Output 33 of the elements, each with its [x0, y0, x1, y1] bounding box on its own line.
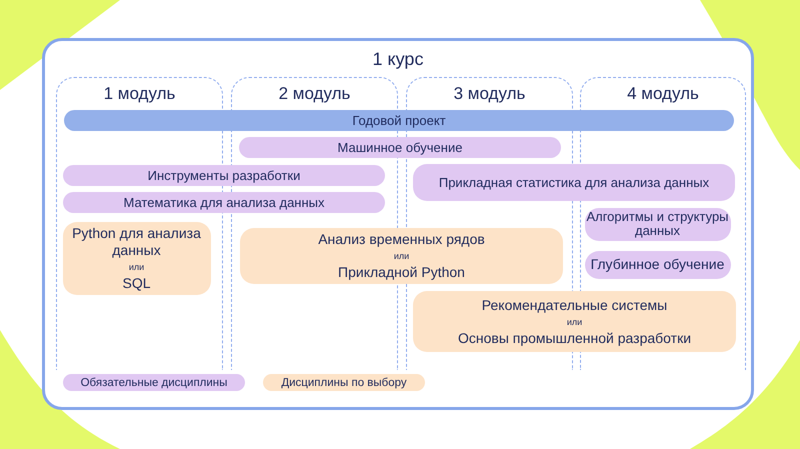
legend-label: Обязательные дисциплины: [80, 376, 228, 388]
discipline-label: SQL: [122, 274, 150, 292]
discipline-bar: [413, 291, 736, 352]
discipline-label: Глубинное обучение: [590, 256, 724, 273]
discipline-label: Инструменты разработки: [148, 168, 300, 182]
discipline-label: Математика для анализа данных: [124, 196, 324, 210]
alternative-label: или: [566, 316, 582, 328]
alternative-label: или: [394, 250, 410, 262]
discipline-bar: [239, 137, 561, 158]
module-heading: 1 модуль: [102, 84, 176, 104]
discipline-label: Рекомендательные системы: [482, 296, 668, 314]
alternative-label: или: [128, 260, 144, 272]
discipline-label: Основы промышленной разработки: [458, 330, 692, 346]
discipline-label: Годовой проект: [352, 114, 446, 128]
course-frame: [42, 38, 754, 410]
discipline-label: Машинное обучение: [338, 140, 462, 154]
discipline-bar: [584, 250, 730, 278]
discipline-bar: [64, 110, 734, 131]
discipline-bar: [62, 222, 210, 294]
discipline-label: Анализ временных рядов: [318, 231, 485, 248]
discipline-label: Алгоритмы и структуры данных: [585, 210, 730, 238]
discipline-bar: [63, 165, 385, 186]
discipline-bar: [413, 164, 735, 201]
discipline-label: Прикладная статистика для анализа данных: [438, 176, 710, 190]
discipline-label: Прикладной Python: [338, 264, 465, 281]
module-heading: 2 модуль: [278, 84, 352, 104]
discipline-label: Python для анализа данных: [71, 224, 202, 258]
legend-label: Дисциплины по выбору: [281, 376, 407, 388]
module-heading: 4 модуль: [626, 84, 700, 104]
discipline-bar: [240, 228, 563, 284]
module-heading: 3 модуль: [452, 84, 526, 104]
course-title: 1 курс: [372, 49, 424, 70]
discipline-bar: [63, 192, 385, 213]
